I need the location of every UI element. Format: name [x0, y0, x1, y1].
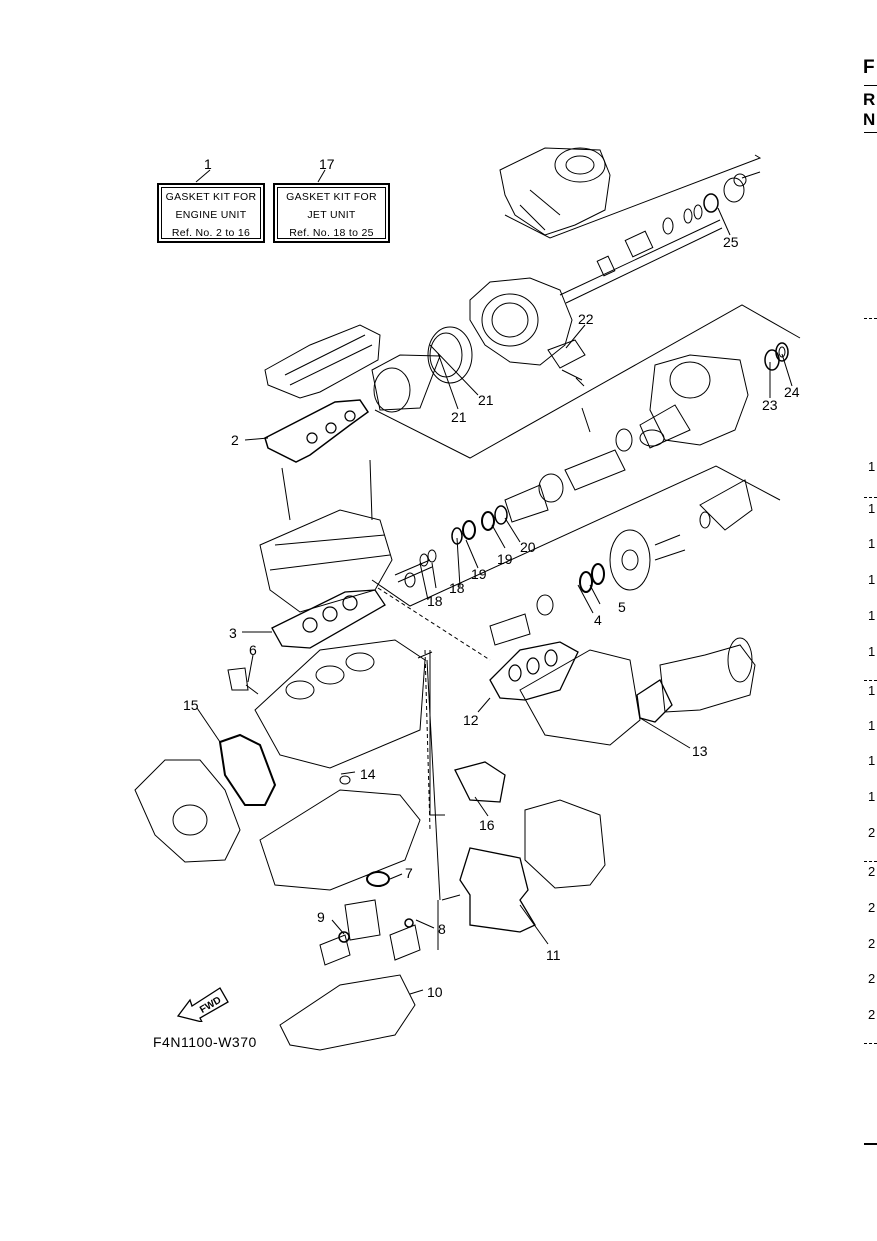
- edge-num-2: 1: [868, 501, 876, 516]
- o-ring-7: [366, 871, 390, 887]
- callout-15: 15: [183, 697, 199, 713]
- callout-18b: 18: [427, 593, 443, 609]
- callout-16: 16: [479, 817, 495, 833]
- callout-19b: 19: [497, 551, 513, 567]
- kit-engine-line-2: ENGINE UNIT: [175, 209, 247, 221]
- edge-num-1: 1: [868, 459, 876, 474]
- callout-25: 25: [723, 234, 739, 250]
- cylinder-head-drawing: [259, 459, 393, 613]
- edge-letter-1: F: [863, 57, 875, 78]
- callout-7: 7: [405, 865, 413, 881]
- cylinder-head-gasket: [271, 589, 386, 649]
- magneto-cover-gasket: [218, 733, 277, 806]
- electrical-box-drawing: [524, 799, 606, 889]
- crankcase-drawing: [259, 775, 421, 891]
- edge-num-6: 1: [868, 644, 876, 659]
- jet-panel-frame-middle: [374, 304, 801, 459]
- callout-6: 6: [249, 642, 257, 658]
- edge-num-12: 2: [868, 864, 876, 879]
- edge-num-13: 2: [868, 900, 876, 915]
- kit-jet-line-1: GASKET KIT FOR: [286, 191, 377, 203]
- callout-24: 24: [784, 384, 800, 400]
- callout-21b: 21: [451, 409, 467, 425]
- oil-pump-drawing: [319, 899, 421, 966]
- callout-18a: 18: [449, 580, 465, 596]
- edge-num-11: 2: [868, 825, 876, 840]
- exhaust-pipe-drawing: [659, 637, 756, 713]
- callout-14: 14: [360, 766, 376, 782]
- callout-10: 10: [427, 984, 443, 1000]
- head-cover-gasket: [264, 399, 370, 463]
- jet-panel-frame-lower: [371, 465, 781, 607]
- callout-22: 22: [578, 311, 594, 327]
- kit-jet-line-2: JET UNIT: [307, 209, 356, 221]
- electrical-box-gasket: [459, 847, 536, 933]
- exhaust-gasket-13: [636, 679, 673, 723]
- leader-lines: [195, 169, 793, 995]
- callout-19a: 19: [471, 566, 487, 582]
- drive-shaft-upper: [559, 204, 723, 304]
- kit-engine-line-1: GASKET KIT FOR: [165, 191, 257, 203]
- callout-9: 9: [317, 909, 325, 925]
- magneto-cover-drawing: [134, 759, 241, 863]
- callout-4: 4: [594, 612, 602, 628]
- gasket-kit-engine-box: GASKET KIT FOR ENGINE UNIT Ref. No. 2 to…: [157, 183, 265, 243]
- edge-num-15: 2: [868, 971, 876, 986]
- edge-num-8: 1: [868, 718, 876, 733]
- cylinder-block-drawing: [227, 639, 426, 769]
- fwd-label: FWD: [198, 995, 223, 1016]
- edge-num-10: 1: [868, 789, 876, 804]
- kit-number-jet: 17: [319, 156, 335, 172]
- cover-gasket-16: [454, 761, 506, 803]
- edge-num-14: 2: [868, 936, 876, 951]
- callout-20: 20: [520, 539, 536, 555]
- edge-letter-3: N: [863, 110, 876, 129]
- forward-arrow-icon: FWD: [176, 987, 229, 1022]
- edge-num-4: 1: [868, 572, 876, 587]
- kit-engine-line-3: Ref. No. 2 to 16: [171, 227, 251, 239]
- kit-jet-line-3: Ref. No. 18 to 25: [289, 227, 374, 239]
- edge-letter-2: R: [863, 90, 876, 109]
- callout-11: 11: [546, 947, 561, 963]
- edge-num-9: 1: [868, 753, 876, 768]
- callout-21a: 21: [478, 392, 494, 408]
- exhaust-gasket: [489, 641, 579, 701]
- impeller-housing-drawing: [489, 479, 753, 646]
- edge-num-16: 2: [868, 1007, 876, 1022]
- callout-8: 8: [438, 921, 446, 937]
- edge-num-7: 1: [868, 683, 876, 698]
- cylinder-head-cover-drawing: [264, 324, 381, 399]
- callout-3: 3: [229, 625, 237, 641]
- edge-num-3: 1: [868, 536, 876, 551]
- edge-num-5: 1: [868, 608, 876, 623]
- dashed-links: [377, 587, 491, 831]
- callout-12: 12: [463, 712, 479, 728]
- jet-nozzle-drawing: [639, 342, 789, 449]
- callout-23: 23: [762, 397, 778, 413]
- exhaust-manifold-drawing: [519, 649, 641, 746]
- jet-pump-housing-drawing: [499, 147, 762, 239]
- callout-2: 2: [231, 432, 239, 448]
- impeller-shaft-drawing: [394, 428, 633, 588]
- kit-number-engine: 1: [204, 156, 212, 172]
- oil-pan-drawing: [279, 974, 416, 1051]
- jet-intake-housing-drawing: [371, 277, 586, 413]
- figure-code: F4N1100-W370: [153, 1034, 257, 1050]
- callout-5: 5: [618, 599, 626, 615]
- gasket-kit-jet-box: GASKET KIT FOR JET UNIT Ref. No. 18 to 2…: [273, 183, 390, 243]
- callout-13: 13: [692, 743, 708, 759]
